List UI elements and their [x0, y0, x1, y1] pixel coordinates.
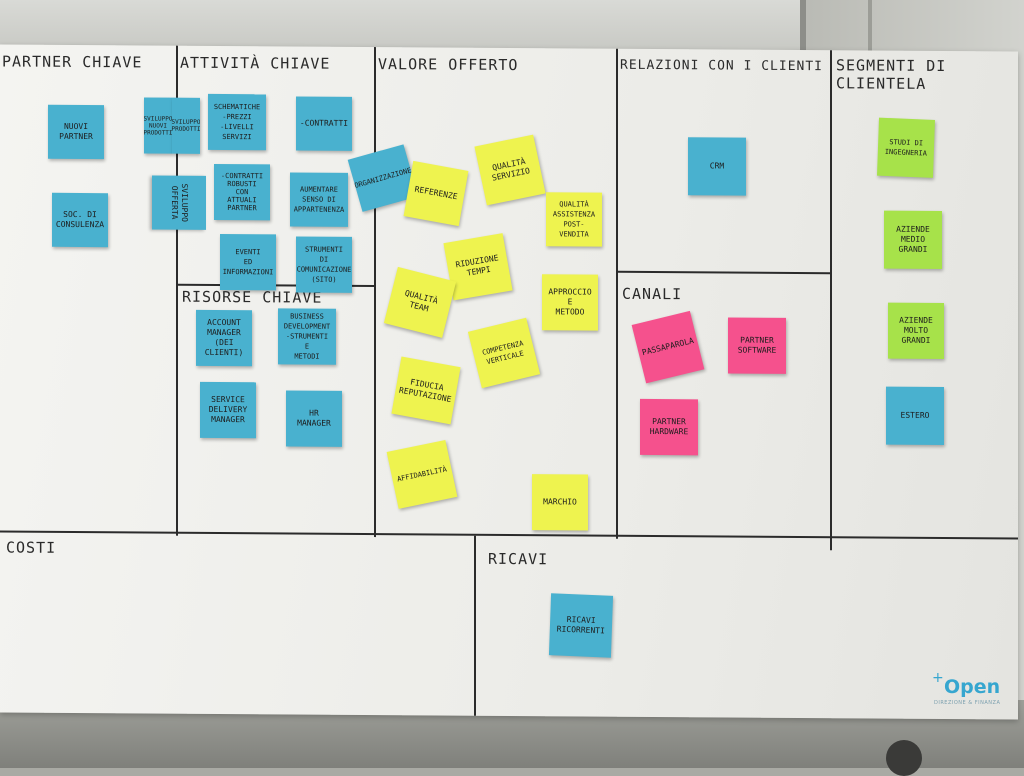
sticky-note: Referenze [403, 160, 469, 227]
sticky-note: Schematiche -prezzi -livelli servizi [208, 93, 266, 151]
sticky-note: HR manager [286, 390, 342, 447]
section-title-attivita: Attività chiave [180, 53, 331, 73]
sticky-note: Fiducia reputazione [391, 356, 461, 425]
sticky-note: Aziende medio grandi [884, 210, 942, 270]
sticky-note: Sviluppo nuovi prodotti [144, 97, 172, 154]
section-title-valore: Valore offerto [378, 55, 519, 75]
logo-name: Open [944, 676, 1001, 698]
section-title-ricavi: Ricavi [488, 549, 549, 569]
sticky-note: Estero [886, 386, 944, 446]
sticky-note: Service delivery manager [200, 381, 256, 439]
section-title-costi: Costi [6, 538, 57, 557]
section-title-relazioni: Relazioni con i clienti [620, 57, 824, 75]
sticky-note: Soc. di consulenza [52, 192, 108, 248]
sticky-note: Aziende molto grandi [888, 302, 944, 360]
sticky-note: Qualità team [383, 266, 457, 338]
sticky-note: Ricavi ricorrenti [548, 593, 614, 658]
sticky-note: Qualità assistenza post-vendita [546, 192, 602, 247]
sticky-note: Business development -strumenti e metodi [278, 308, 336, 365]
sticky-note: Passaparola [631, 310, 705, 384]
sticky-note: Nuovi partner [48, 104, 104, 160]
door-knob [886, 740, 922, 776]
sticky-note: Partner software [728, 317, 786, 374]
logo-subtitle: DIREZIONE & FINANZA [934, 700, 1001, 706]
sticky-note: Qualità servizio [474, 134, 546, 206]
section-title-segmenti: Segmenti di clientela [836, 56, 947, 93]
sticky-note: Strumenti di comunicazione (sito) [296, 236, 352, 293]
sticky-note: -contratti [296, 96, 352, 151]
sticky-note: Approccio e metodo [542, 274, 598, 331]
sticky-note: Partner hardware [640, 398, 698, 456]
sticky-note: Sviluppo prodotti [172, 97, 200, 154]
sticky-note: Eventi ed informazioni [220, 233, 276, 291]
sticky-note: Account manager (dei clienti) [196, 309, 252, 367]
open-logo: + Open DIREZIONE & FINANZA [930, 670, 1020, 714]
sticky-note: Aumentare senso di appartenenza [290, 172, 348, 227]
sticky-note: -contratti robusti con attuali partner [214, 163, 270, 221]
sticky-note: Sviluppo offerta [152, 175, 206, 230]
sticky-note: Affidabilità [386, 439, 458, 509]
grid-line [830, 50, 832, 551]
logo-plus: + [932, 670, 944, 686]
sticky-note: CRM [688, 137, 746, 196]
grid-line [618, 270, 830, 275]
business-model-canvas: Partner chiave Attività chiave Valore of… [0, 44, 1018, 720]
grid-line [474, 535, 476, 716]
grid-line [616, 48, 618, 539]
section-title-canali: Canali [622, 284, 683, 304]
sticky-note: Studi di ingegneria [877, 117, 935, 178]
grid-line [0, 530, 1018, 540]
sticky-note: Competenza verticale [467, 317, 541, 389]
grid-line [374, 47, 376, 538]
sticky-note: Marchio [532, 474, 588, 531]
section-title-partner: Partner chiave [2, 52, 143, 72]
